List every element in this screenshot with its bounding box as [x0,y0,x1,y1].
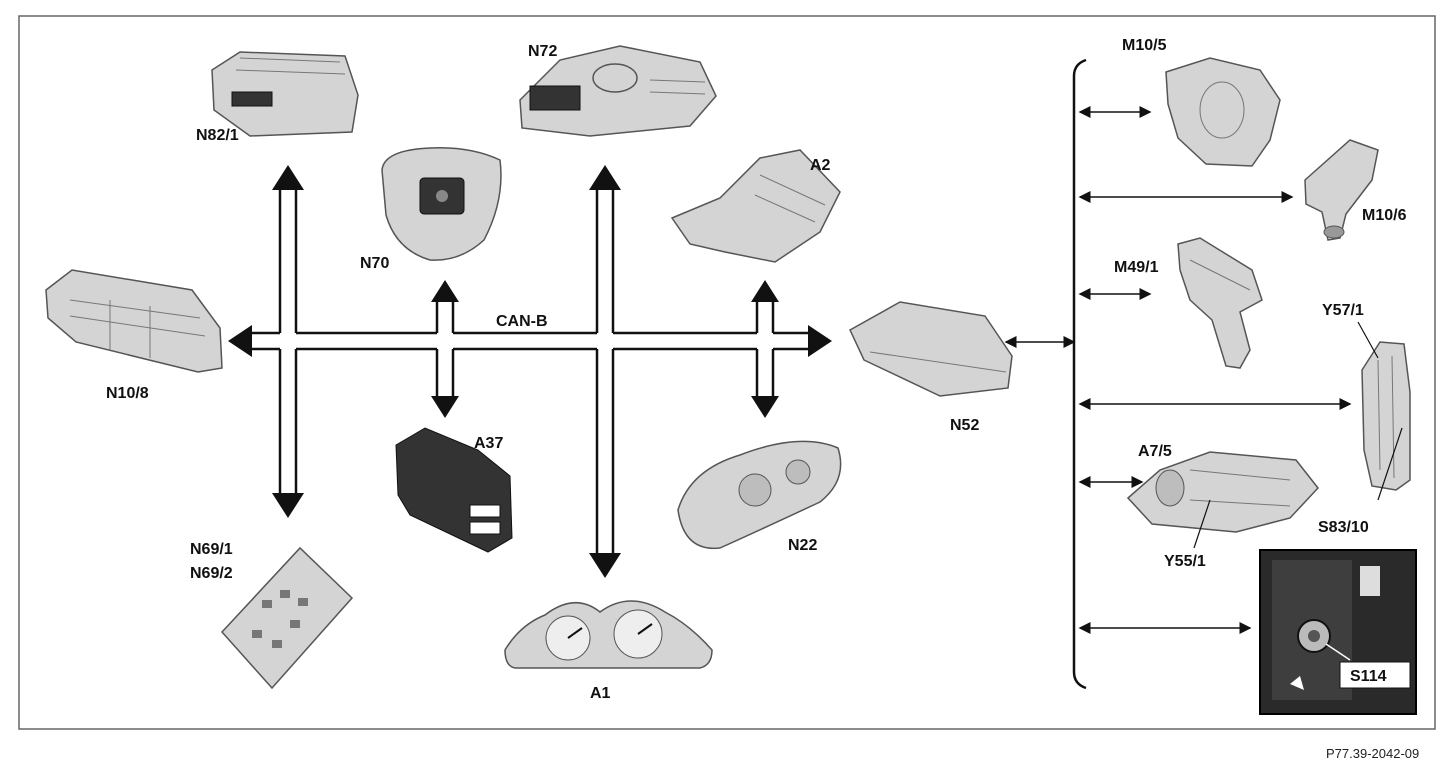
svg-text:A1: A1 [590,685,611,702]
component-m49-1: M49/1 [1114,237,1263,369]
component-n72: N72 [519,43,717,137]
component-a37: A37 [395,427,513,553]
svg-text:M10/5: M10/5 [1122,37,1167,54]
component-n70: N70 [360,147,502,272]
svg-text:M10/6: M10/6 [1362,207,1407,224]
component-n69: N69/1 N69/2 [190,541,354,690]
component-a1: A1 [504,600,713,702]
svg-text:Y57/1: Y57/1 [1322,302,1364,319]
svg-text:Y55/1: Y55/1 [1164,553,1206,570]
component-m10-6: M10/6 [1304,139,1407,241]
component-n10-8: N10/8 [45,269,223,402]
svg-text:A37: A37 [474,435,503,452]
svg-text:A2: A2 [810,157,831,174]
svg-text:N69/1: N69/1 [190,541,233,558]
svg-text:N72: N72 [528,43,557,60]
component-a2: A2 [670,149,841,263]
component-a7-5-y55-1: A7/5 Y55/1 [1126,443,1319,570]
component-m10-5: M10/5 [1122,37,1281,167]
svg-text:N69/2: N69/2 [190,565,233,582]
svg-text:N52: N52 [950,417,979,434]
can-b-bus: CAN-B [228,165,832,578]
diagram-frame [18,15,1436,730]
component-y57-1-s83-10: Y57/1 S83/10 [1318,302,1411,536]
component-n82-1: N82/1 [196,51,359,144]
svg-text:A7/5: A7/5 [1138,443,1172,460]
right-bracket [1072,58,1087,690]
svg-text:S114: S114 [1350,668,1387,685]
bracket-arrows [1078,106,1352,634]
svg-text:N70: N70 [360,255,389,272]
component-n22: N22 [677,440,842,554]
svg-text:M49/1: M49/1 [1114,259,1159,276]
component-n52: N52 [849,301,1013,434]
svg-text:N22: N22 [788,537,817,554]
svg-text:N82/1: N82/1 [196,127,239,144]
svg-text:S83/10: S83/10 [1318,519,1369,536]
figure-id: P77.39-2042-09 [1326,746,1419,761]
svg-text:N10/8: N10/8 [106,385,149,402]
can-b-label: CAN-B [496,313,548,330]
component-s114: S114 [1259,549,1417,715]
